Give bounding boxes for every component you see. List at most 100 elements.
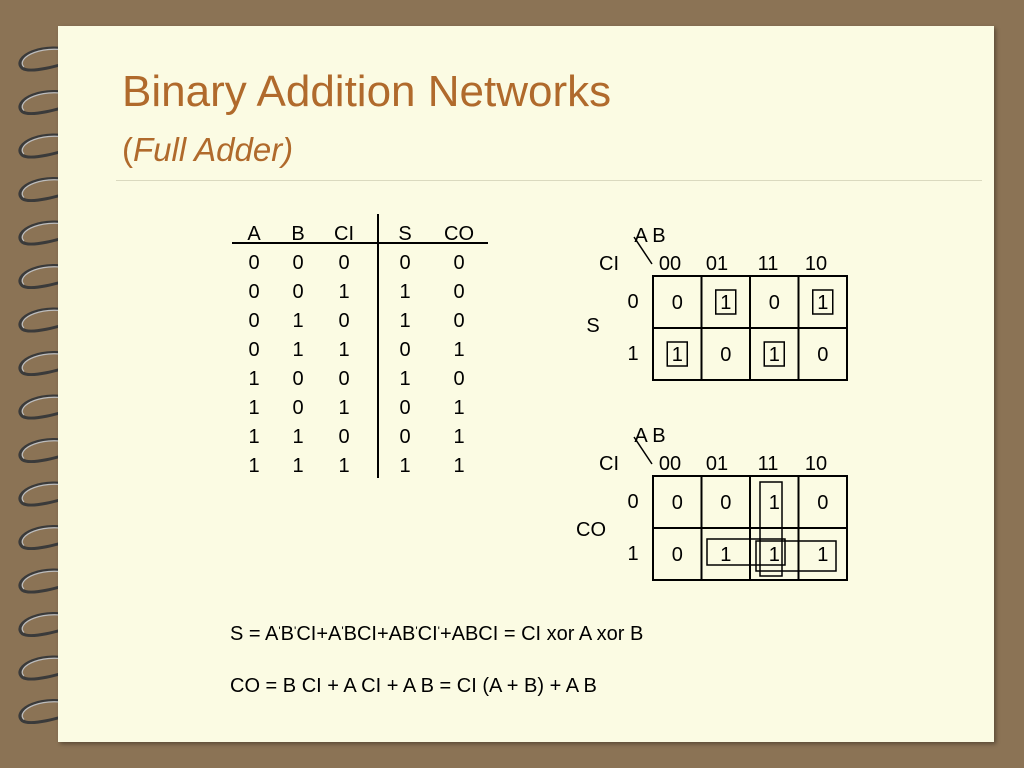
kmap-corner-diagonal [633,436,653,465]
eq-s-prime: ' [341,624,344,638]
truth-table-cell: 1 [399,281,410,303]
truth-table-cell: 0 [338,368,349,390]
kmap-cell-value: 0 [672,492,683,514]
eq-s-p4: BCI+AB [343,623,416,645]
truth-table-cell: 0 [292,281,303,303]
kmap-column-label: 00 [659,453,681,475]
kmap-cell-value: 1 [769,544,780,566]
kmap-column-variable: A B [634,225,665,247]
kmap-row-label: 0 [627,291,638,313]
kmap-column-label: 01 [706,453,728,475]
kmap-cell-value: 1 [720,544,731,566]
slide-title: Binary Addition Networks [122,67,612,116]
kmap-minterm-box [812,289,834,315]
kmap-cell-value: 0 [672,544,683,566]
truth-table-cell: 1 [453,455,464,477]
kmap-cell-value: 0 [720,344,731,366]
kmap-row-variable: CI [599,453,619,475]
kmap-row-label: 0 [627,491,638,513]
kmap-minterm-box [715,289,737,315]
truth-table-cell: 0 [453,281,464,303]
kmap-cell-value: 1 [817,292,828,314]
kmap-row-variable: CI [599,253,619,275]
kmap-cell-value: 0 [672,292,683,314]
truth-table-cell: 0 [399,339,410,361]
kmap-cell-value: 1 [817,544,828,566]
truth-table-cell: 1 [248,368,259,390]
slide-subtitle: (Full Adder) [122,130,293,170]
title-divider [116,180,982,181]
truth-table-cell: 1 [399,455,410,477]
truth-table-cell: 0 [292,252,303,274]
truth-table-cell: 0 [248,281,259,303]
truth-table-cell: 1 [338,339,349,361]
truth-table-cell: 0 [248,252,259,274]
kmap-cell-value: 0 [769,292,780,314]
eq-s-p5: CI [417,623,438,645]
eq-s-p1: S = A [230,623,279,645]
eq-s-prime: ' [278,624,281,638]
truth-table-cell: 1 [292,310,303,332]
notebook-page [58,26,994,742]
truth-table-header: CO [444,223,474,245]
truth-table-cell: 1 [292,455,303,477]
eq-s-p6: +ABCI = CI xor A xor B [439,623,644,645]
truth-table-cell: 0 [453,310,464,332]
kmap-output-label: CO [576,519,606,541]
kmap-column-label: 11 [758,453,779,475]
truth-table-cell: 1 [292,339,303,361]
kmap-cell-value: 0 [817,344,828,366]
truth-table-cell: 1 [453,397,464,419]
truth-table-cell: 1 [453,426,464,448]
kmap-column-label: 10 [805,253,827,275]
eq-s-prime: ' [294,624,297,638]
truth-table-cell: 1 [338,455,349,477]
kmap-cell-value: 1 [769,344,780,366]
kmap-cell-value: 1 [720,292,731,314]
eq-s-prime: ' [437,624,440,638]
truth-table-cell: 0 [248,339,259,361]
kmap-corner-diagonal [633,236,653,265]
kmap-column-label: 01 [706,253,728,275]
kmap-output-label: S [586,315,599,337]
truth-table-header: B [291,223,304,245]
kmap-cell-value: 0 [720,492,731,514]
truth-table-cell: 0 [453,252,464,274]
kmap-minterm-box [763,341,785,367]
truth-table-cell: 1 [453,339,464,361]
kmap-column-label: 00 [659,253,681,275]
kmap-cell-value: 1 [769,492,780,514]
truth-table-cell: 1 [248,397,259,419]
truth-table-cell: 0 [292,368,303,390]
kmap-row-label: 1 [627,343,638,365]
kmap-group-ab [755,540,837,572]
truth-table-cell: 0 [399,397,410,419]
truth-table-cell: 1 [248,455,259,477]
kmap-column-label: 10 [805,453,827,475]
truth-table-cell: 1 [248,426,259,448]
truth-table-cell: 0 [292,397,303,419]
truth-table-cell: 0 [338,310,349,332]
kmap-column-variable: A B [634,425,665,447]
truth-table-header: A [247,223,261,245]
truth-table-cell: 0 [399,252,410,274]
eq-s-p2: B [280,623,295,645]
kmap-group-aci [706,538,786,566]
truth-table-cell: 1 [292,426,303,448]
eq-s-p3: CI+A [296,623,342,645]
truth-table-cell: 0 [248,310,259,332]
truth-table-cell: 1 [338,281,349,303]
eq-s-prime: ' [415,624,418,638]
kmap-column-label: 11 [758,253,779,275]
subtitle-text: Full Adder) [133,131,294,168]
truth-table-header: S [398,223,411,245]
truth-table-cell: 0 [453,368,464,390]
carry-equation: CO = B CI + A CI + A B = CI (A + B) + A … [230,675,597,697]
kmap-cell-value: 0 [817,492,828,514]
sum-equation: S = A'B'CI+A'BCI+AB'CI'+ABCI = CI xor A … [230,622,643,646]
truth-table-cell: 1 [338,397,349,419]
truth-table-cell: 0 [399,426,410,448]
truth-table-cell: 0 [338,252,349,274]
